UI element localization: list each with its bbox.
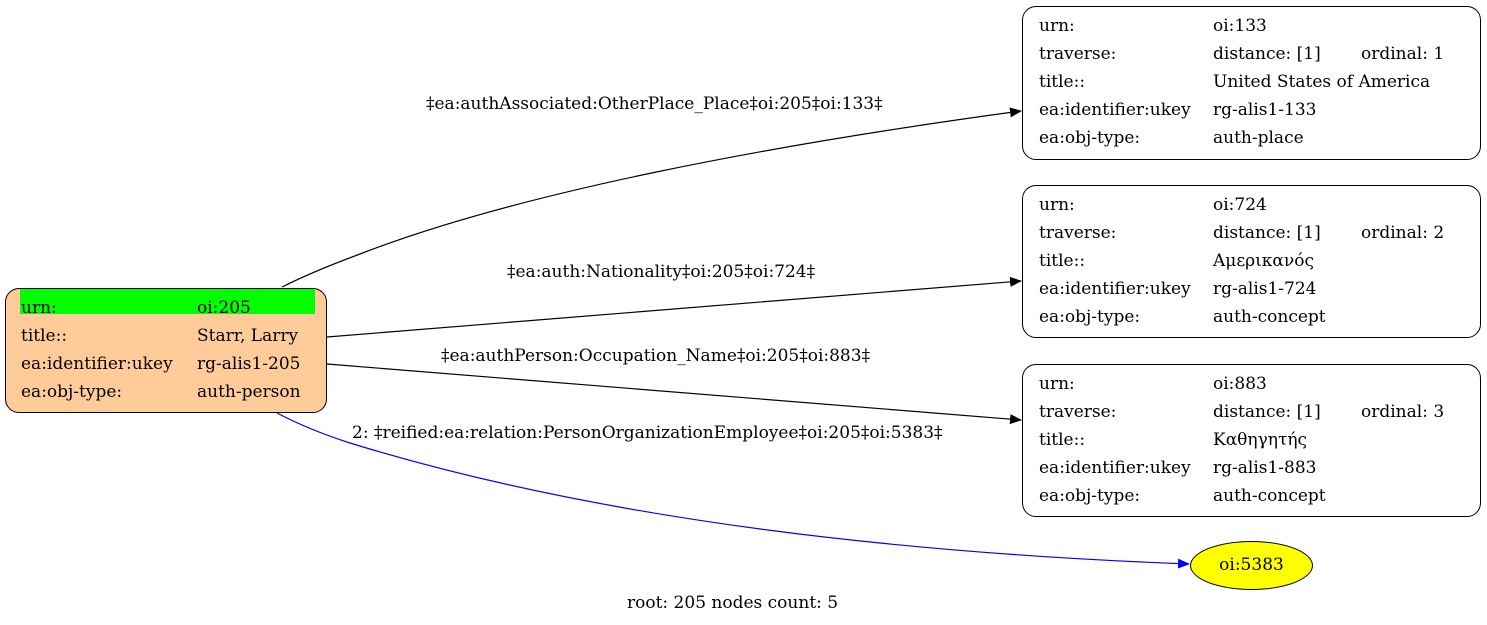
leaf-node-label: oi:5383 xyxy=(1219,555,1284,575)
urn-value-highlight xyxy=(195,289,315,314)
traverse-key: traverse: xyxy=(1039,223,1117,243)
root-ukey-value: rg-alis1-205 xyxy=(197,354,301,374)
root-type-value: auth-person xyxy=(197,382,301,402)
root-ukey-key: ea:identifier:ukey xyxy=(21,354,173,374)
edge-to-oi133 xyxy=(281,107,1022,288)
urn-value: oi:133 xyxy=(1213,16,1267,36)
traverse-key: traverse: xyxy=(1039,402,1117,422)
root-title-value: Starr, Larry xyxy=(197,326,299,346)
title-value: Αμερικανός xyxy=(1213,251,1314,271)
edge-label-oi5383: 2: ‡reified:ea:relation:PersonOrganizati… xyxy=(352,423,943,443)
type-key: ea:obj-type: xyxy=(1039,486,1141,506)
urn-key: urn: xyxy=(1039,195,1075,215)
edge-to-oi5383 xyxy=(276,412,1190,569)
distance-value: distance: [1] xyxy=(1213,402,1321,422)
title-key: title:: xyxy=(1039,251,1086,271)
root-title-key: title:: xyxy=(21,326,68,346)
leaf-node-oi5383[interactable]: oi:5383 xyxy=(1190,541,1313,590)
ordinal-value: ordinal: 3 xyxy=(1361,402,1445,422)
urn-value: oi:724 xyxy=(1213,195,1267,215)
title-value: Καθηγητής xyxy=(1213,430,1308,450)
distance-value: distance: [1] xyxy=(1213,44,1321,64)
edge-to-oi724 xyxy=(326,276,1022,338)
type-key: ea:obj-type: xyxy=(1039,128,1141,148)
urn-key-highlight xyxy=(20,289,196,314)
urn-key: urn: xyxy=(1039,374,1075,394)
type-value: auth-place xyxy=(1213,128,1304,148)
root-urn-key: urn: xyxy=(21,298,57,318)
root-node[interactable]: urn: oi:205 title:: Starr, Larry ea:iden… xyxy=(5,288,327,413)
edge-to-oi883 xyxy=(326,363,1022,425)
title-value: United States of America xyxy=(1213,72,1431,92)
type-key: ea:obj-type: xyxy=(1039,307,1141,327)
target-node-oi883[interactable]: urn: oi:883 traverse: distance: [1] ordi… xyxy=(1022,364,1481,517)
ukey-value: rg-alis1-133 xyxy=(1213,100,1317,120)
graph-footer: root: 205 nodes count: 5 xyxy=(627,593,839,613)
target-node-oi133[interactable]: urn: oi:133 traverse: distance: [1] ordi… xyxy=(1022,6,1481,160)
target-node-oi724[interactable]: urn: oi:724 traverse: distance: [1] ordi… xyxy=(1022,185,1481,338)
title-key: title:: xyxy=(1039,430,1086,450)
ordinal-value: ordinal: 1 xyxy=(1361,44,1445,64)
urn-key: urn: xyxy=(1039,16,1075,36)
root-urn-value: oi:205 xyxy=(197,298,251,318)
title-key: title:: xyxy=(1039,72,1086,92)
ordinal-value: ordinal: 2 xyxy=(1361,223,1445,243)
ukey-key: ea:identifier:ukey xyxy=(1039,279,1191,299)
urn-value: oi:883 xyxy=(1213,374,1267,394)
ukey-value: rg-alis1-883 xyxy=(1213,458,1317,478)
edge-label-oi883: ‡ea:authPerson:Occupation_Name‡oi:205‡oi… xyxy=(441,346,871,366)
traverse-key: traverse: xyxy=(1039,44,1117,64)
distance-value: distance: [1] xyxy=(1213,223,1321,243)
ukey-key: ea:identifier:ukey xyxy=(1039,458,1191,478)
ukey-value: rg-alis1-724 xyxy=(1213,279,1317,299)
type-value: auth-concept xyxy=(1213,307,1326,327)
edge-label-oi724: ‡ea:auth:Nationality‡oi:205‡oi:724‡ xyxy=(507,262,816,282)
edge-label-oi133: ‡ea:authAssociated:OtherPlace_Place‡oi:2… xyxy=(426,94,883,114)
root-type-key: ea:obj-type: xyxy=(21,382,123,402)
type-value: auth-concept xyxy=(1213,486,1326,506)
ukey-key: ea:identifier:ukey xyxy=(1039,100,1191,120)
